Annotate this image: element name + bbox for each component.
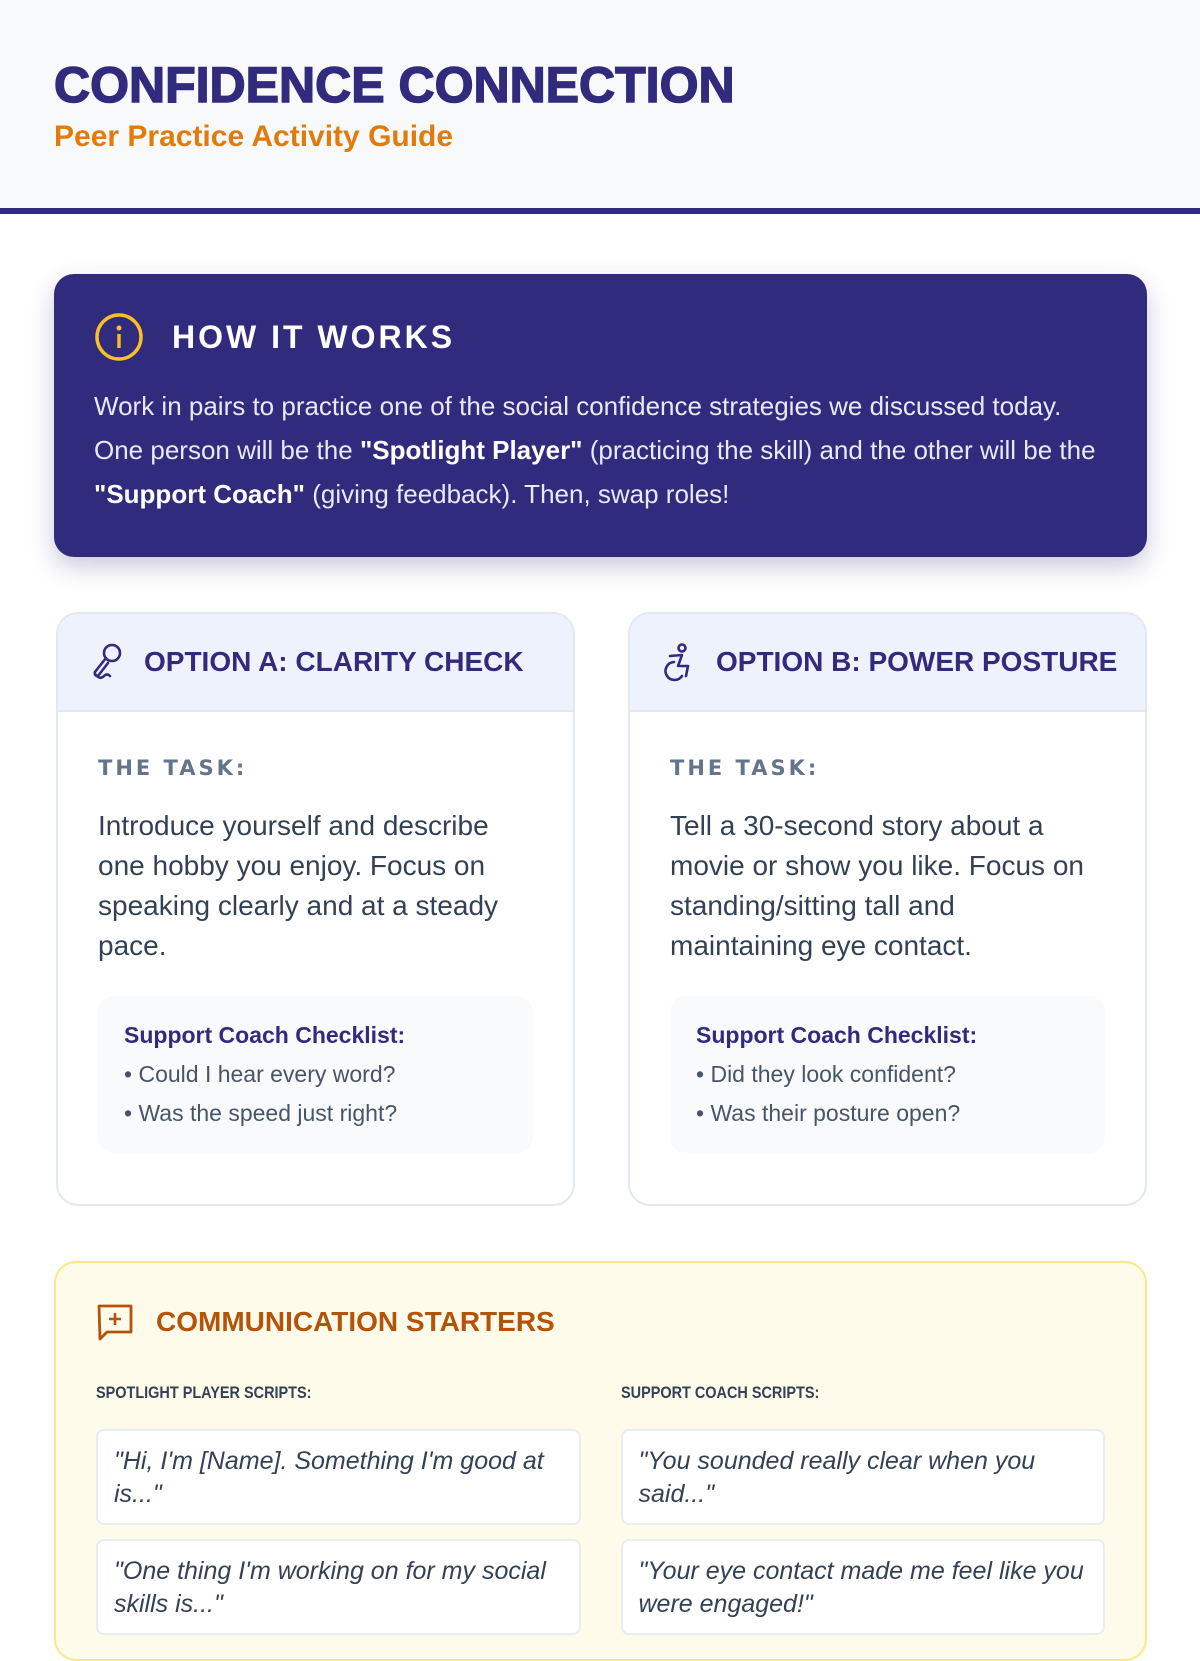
checklist-title: Support Coach Checklist: (696, 1022, 978, 1048)
communication-starters-card: COMMUNICATION STARTERS SPOTLIGHT PLAYER … (54, 1261, 1147, 1661)
page-header: CONFIDENCE CONNECTION Peer Practice Acti… (0, 0, 1200, 214)
how-it-works-card: HOW IT WORKS Work in pairs to practice o… (54, 274, 1147, 557)
checklist-item: Did they look confident? (696, 1061, 1079, 1088)
spotlight-player-scripts: SPOTLIGHT PLAYER SCRIPTS: "Hi, I'm [Name… (96, 1383, 581, 1635)
how-it-works-title: HOW IT WORKS (172, 318, 456, 355)
microphone-icon (93, 643, 122, 680)
checklist-item: Was the speed just right? (124, 1100, 507, 1127)
support-coach-checklist: Support Coach Checklist: Could I hear ev… (98, 996, 533, 1153)
option-a-title: OPTION A: CLARITY CHECK (144, 646, 524, 677)
task-label: THE TASK: (98, 756, 248, 780)
page-subtitle: Peer Practice Activity Guide (54, 120, 454, 153)
task-text: Tell a 30-second story about a movie or … (670, 810, 1084, 961)
message-plus-icon (97, 1304, 133, 1341)
how-it-works-text: Work in pairs to practice one of the soc… (94, 391, 1096, 509)
script-card: "Hi, I'm [Name]. Something I'm good at i… (96, 1429, 581, 1525)
checklist-item: Could I hear every word? (124, 1061, 507, 1088)
script-card: "You sounded really clear when you said.… (620, 1429, 1105, 1525)
checklist-title: Support Coach Checklist: (124, 1022, 406, 1048)
option-b-card: OPTION B: POWER POSTURE THE TASK: Tell a… (628, 612, 1147, 1206)
support-coach-checklist: Support Coach Checklist: Did they look c… (670, 996, 1105, 1153)
page-title: CONFIDENCE CONNECTION (53, 56, 735, 114)
communication-starters-title: COMMUNICATION STARTERS (156, 1306, 555, 1337)
task-label: THE TASK: (670, 756, 820, 780)
support-coach-scripts: SUPPORT COACH SCRIPTS: "You sounded real… (620, 1383, 1105, 1635)
task-text: Introduce yourself and describe one hobb… (98, 810, 499, 961)
option-a-card: OPTION A: CLARITY CHECK THE TASK: Introd… (56, 612, 575, 1206)
script-card: "Your eye contact made me feel like you … (620, 1539, 1105, 1635)
option-b-title: OPTION B: POWER POSTURE (716, 646, 1118, 677)
accessibility-icon (664, 643, 690, 682)
column-label: SUPPORT COACH SCRIPTS: (620, 1383, 819, 1402)
checklist-item: Was their posture open? (696, 1100, 1079, 1127)
column-label: SPOTLIGHT PLAYER SCRIPTS: (96, 1383, 312, 1402)
script-card: "One thing I'm working on for my social … (96, 1539, 581, 1635)
info-icon (95, 313, 143, 361)
